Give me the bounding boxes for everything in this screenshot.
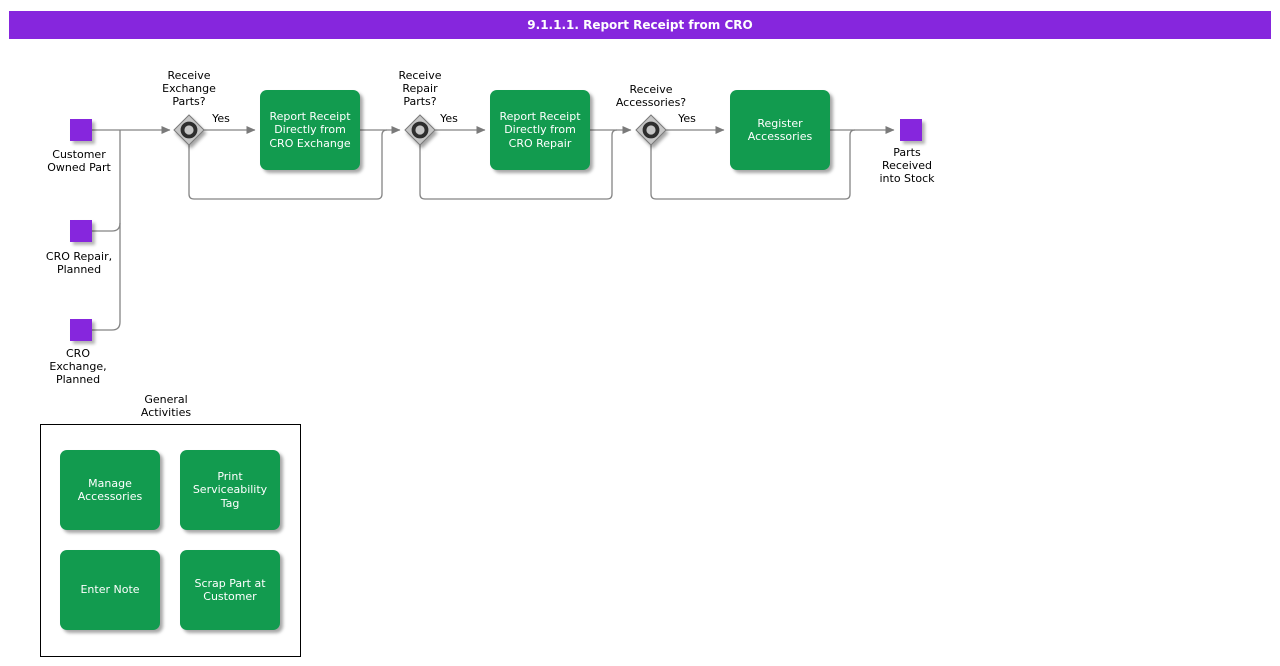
start-event-customer-owned-part[interactable] [70,119,92,141]
gateway-circle-icon [180,121,198,139]
task-report-receipt-cro-repair[interactable]: Report Receipt Directly from CRO Repair [490,90,590,170]
gateway-circle-icon [411,121,429,139]
gateway-circle-icon [642,121,660,139]
task-scrap-part-at-customer[interactable]: Scrap Part at Customer [180,550,280,630]
yes-label: Yes [212,112,230,125]
gateway-receive-accessories[interactable] [635,114,667,146]
task-print-serviceability-tag[interactable]: Print Serviceability Tag [180,450,280,530]
diagram-title-bar: 9.1.1.1. Report Receipt from CRO [9,11,1271,39]
end-event-parts-received-into-stock[interactable] [900,119,922,141]
start-event-label: Customer Owned Part [47,148,111,174]
connector-skip-3 [650,129,856,200]
diagram-title: 9.1.1.1. Report Receipt from CRO [527,18,753,32]
gateway-diamond[interactable] [173,114,205,146]
connector-skip-2 [419,129,618,200]
yes-label: Yes [440,112,458,125]
task-manage-accessories[interactable]: Manage Accessories [60,450,160,530]
start-event-cro-exchange-planned[interactable] [70,319,92,341]
task-report-receipt-cro-exchange[interactable]: Report Receipt Directly from CRO Exchang… [260,90,360,170]
gateway-diamond[interactable] [404,114,436,146]
connector-cro-repair [92,222,121,232]
task-register-accessories[interactable]: Register Accessories [730,90,830,170]
gateway-question-label: Receive Repair Parts? [398,69,442,108]
task-enter-note[interactable]: Enter Note [60,550,160,630]
gateway-receive-exchange-parts[interactable] [173,114,205,146]
gateway-question-label: Receive Exchange Parts? [162,69,216,108]
gateway-receive-repair-parts[interactable] [404,114,436,146]
yes-label: Yes [678,112,696,125]
start-event-cro-repair-planned[interactable] [70,220,92,242]
end-event-label: Parts Received into Stock [879,146,935,185]
general-activities-title: General Activities [140,393,192,419]
connector-cro-exchange [92,321,121,331]
gateway-diamond[interactable] [635,114,667,146]
connector-lines [92,126,895,331]
start-event-label: CRO Repair, Planned [45,250,113,276]
connector-skip-1 [188,129,388,200]
gateway-question-label: Receive Accessories? [615,83,687,109]
start-event-label: CRO Exchange, Planned [49,347,107,386]
